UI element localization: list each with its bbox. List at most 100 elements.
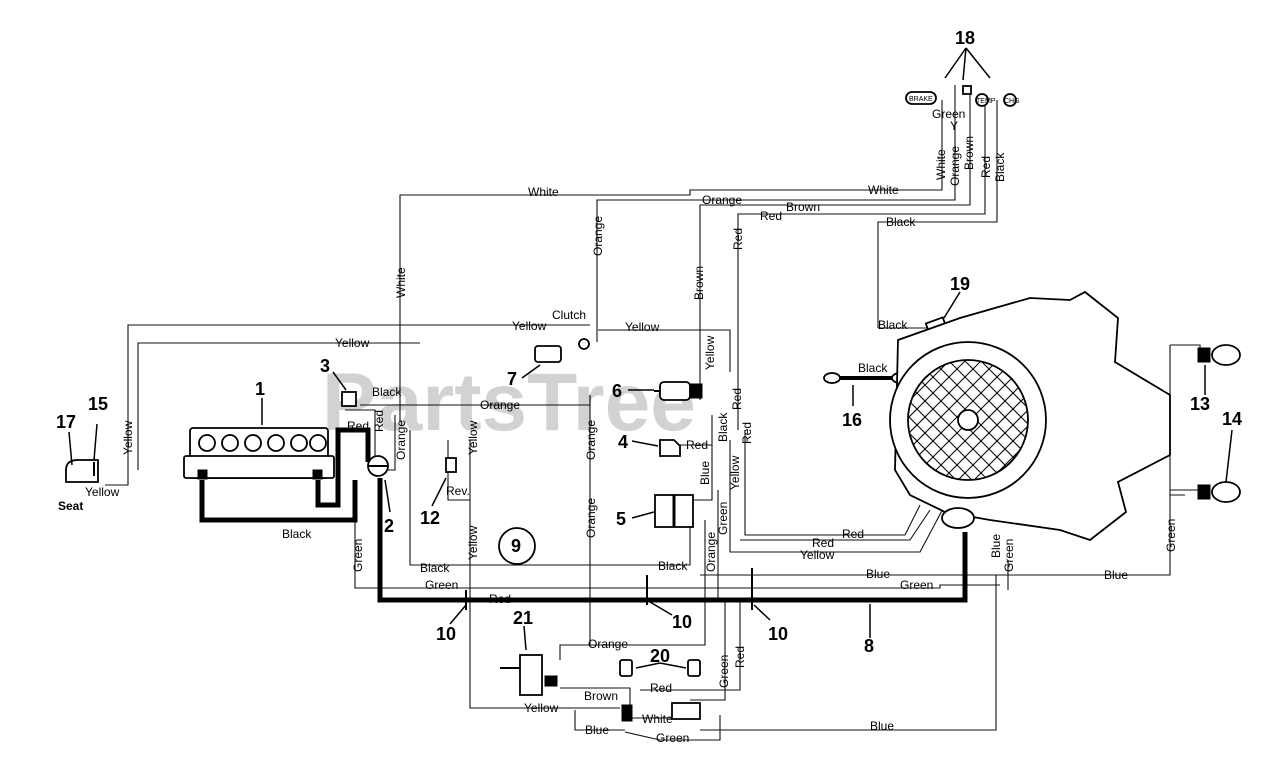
wire-label: Red <box>812 536 834 550</box>
wire-label: Black <box>886 215 916 229</box>
wire-blue-row <box>700 495 1171 576</box>
wire-label: Green <box>425 578 458 592</box>
wire-label: Blue <box>585 723 609 737</box>
ignition-switch <box>654 381 703 401</box>
wire-yellow-low <box>729 440 946 553</box>
callout-10-c: 10 <box>768 624 788 644</box>
heavy-cables <box>199 427 968 610</box>
wire-label: Orange <box>704 532 718 572</box>
wire-blue-eng <box>700 575 997 731</box>
callout-10-a: 10 <box>436 624 456 644</box>
wire-label: Yellow <box>85 485 120 499</box>
rev-label: Rev. <box>446 484 470 498</box>
wire-label: Brown <box>962 136 976 170</box>
seat-switch <box>65 459 99 483</box>
wire-yellow-inner <box>137 342 420 470</box>
wire-label: Yellow <box>335 336 370 350</box>
engine <box>889 290 1171 542</box>
wire-label: Green <box>900 578 933 592</box>
callout-6: 6 <box>612 381 622 401</box>
lamp-label-temp: TEMP <box>976 98 996 105</box>
wire-yellow-outer <box>105 324 590 486</box>
wire-brown-21 <box>560 687 631 710</box>
wire-label: Blue <box>989 534 1003 558</box>
wire-red-20 <box>640 600 741 691</box>
connector-bottom <box>621 704 633 722</box>
wire-label: Green <box>351 539 365 572</box>
callout-20: 20 <box>650 646 670 666</box>
wire-orange-top <box>596 85 956 342</box>
cable-black-battery <box>199 480 358 523</box>
callout-1: 1 <box>255 379 265 399</box>
headlight-13 <box>1197 344 1241 366</box>
callout-15: 15 <box>88 394 108 414</box>
callout-9-circle <box>498 527 536 565</box>
wire-red-top <box>737 95 986 430</box>
wire-label: Green <box>1164 519 1178 552</box>
cable-red-battery <box>315 427 371 508</box>
leader-lines <box>68 47 1233 669</box>
wire-label: Red <box>347 419 369 433</box>
wire-label: Black <box>372 385 402 399</box>
wire-blue-5 <box>690 445 713 501</box>
light-switch <box>500 654 558 696</box>
wire-label: Red <box>730 388 744 410</box>
headlight-14 <box>1197 481 1241 503</box>
wire-label: Red <box>740 422 754 444</box>
wire-label: White <box>394 267 408 298</box>
callout-17: 17 <box>56 412 76 432</box>
wire-label: White <box>642 712 673 726</box>
callout-4: 4 <box>618 432 628 452</box>
wire-label: Yellow <box>466 420 480 455</box>
wire-label: Yellow <box>703 335 717 370</box>
wire-label: White <box>868 183 899 197</box>
wire-green-20 <box>690 600 726 701</box>
wire-label: Orange <box>948 146 962 186</box>
wire-green-13 <box>1169 345 1185 496</box>
wire-label: Green <box>716 502 730 535</box>
callout-5: 5 <box>616 509 626 529</box>
wire-label: Green <box>717 655 731 688</box>
wire-brown-top <box>699 95 971 400</box>
wire-orange-21 <box>560 600 706 646</box>
wire-label: Brown <box>692 266 706 300</box>
cable-red-main <box>377 478 968 603</box>
wire-label: Brown <box>786 200 820 214</box>
callout-19: 19 <box>950 274 970 294</box>
seat-label: Seat <box>58 499 83 513</box>
module-5 <box>654 494 694 528</box>
wire-label: Black <box>658 559 688 573</box>
wire-label: Yellow <box>512 319 547 333</box>
wire-label: Blue <box>866 567 890 581</box>
wire-label: Brown <box>584 689 618 703</box>
lamp-label-chg: CHG <box>1004 98 1020 105</box>
wire-red-low1 <box>744 430 921 536</box>
wire-label: Blue <box>698 461 712 485</box>
wire-label: Black <box>993 152 1007 182</box>
fuse-holder <box>341 391 357 407</box>
wire-label: White <box>528 185 559 199</box>
wire-labels-vertical: White Orange Brown Red Black White Orang… <box>121 136 1178 688</box>
wire-green-row <box>354 500 1000 589</box>
connector-bottom-2 <box>671 702 701 720</box>
lamp-label-brake: BRAKE <box>909 96 933 103</box>
wire-label: Orange <box>591 216 605 256</box>
wire-label: Red <box>489 592 511 606</box>
callout-12: 12 <box>420 508 440 528</box>
wire-label: White <box>934 149 948 180</box>
wire-label: Black <box>282 527 312 541</box>
callout-9: 9 <box>511 536 521 556</box>
wire-red-low2 <box>740 509 931 541</box>
wire-label: Black <box>420 561 450 575</box>
callout-21: 21 <box>513 608 533 628</box>
reverse-switch <box>445 457 457 473</box>
wire-label: Orange <box>394 420 408 460</box>
wire-blue-bottom <box>574 710 625 731</box>
wire-label: Orange <box>588 637 628 651</box>
wire-label: Yellow <box>728 455 742 490</box>
wire-label: Blue <box>1104 568 1128 582</box>
callout-18: 18 <box>955 28 975 48</box>
wire-label: Yellow <box>524 701 559 715</box>
battery-cells <box>198 434 327 452</box>
